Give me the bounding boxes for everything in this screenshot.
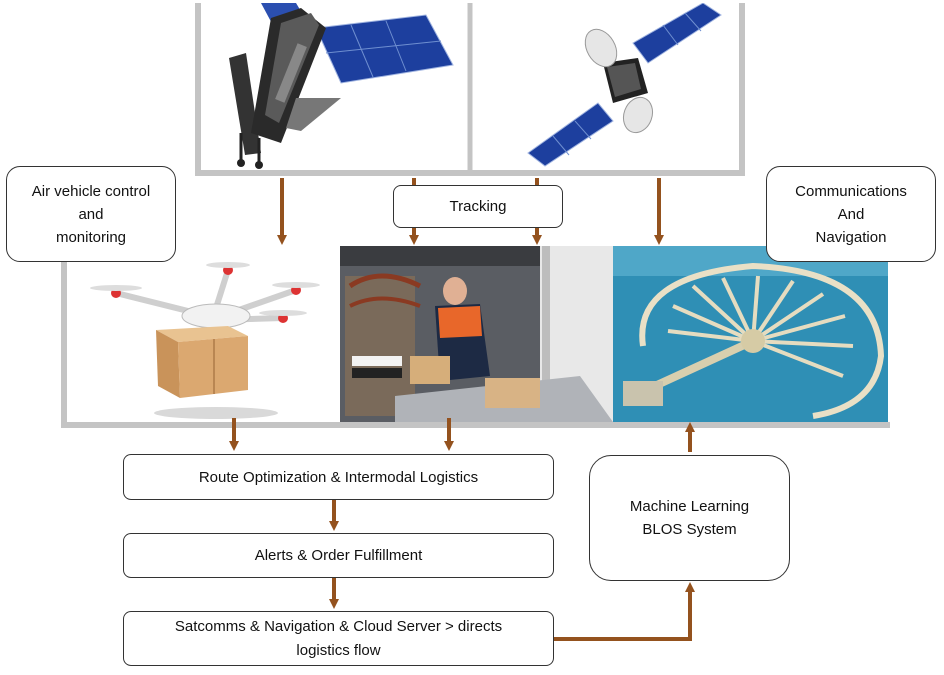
satellite-left-image bbox=[201, 3, 467, 170]
tracking-box: Tracking bbox=[393, 185, 563, 228]
palm-island-map bbox=[613, 246, 888, 422]
alerts-order-box: Alerts & Order Fulfillment bbox=[123, 533, 554, 578]
drone-icon bbox=[90, 262, 320, 419]
drone-image bbox=[68, 248, 336, 422]
satellite-icon bbox=[229, 3, 454, 169]
palm-island-image bbox=[613, 246, 888, 422]
communications-navigation-box: Communications And Navigation bbox=[766, 166, 936, 262]
machine-learning-box: Machine Learning BLOS System bbox=[589, 455, 790, 581]
route-optimization-box: Route Optimization & Intermodal Logistic… bbox=[123, 454, 554, 500]
satcomms-box: Satcomms & Navigation & Cloud Server > d… bbox=[123, 611, 554, 666]
delivery-worker-photo bbox=[340, 246, 613, 422]
worker-photo bbox=[340, 246, 613, 422]
arrow-satcomms-to-ml bbox=[554, 582, 695, 641]
air-vehicle-control-box: Air vehicle control and monitoring bbox=[6, 166, 176, 262]
satellite-icon bbox=[527, 3, 722, 167]
satellite-right-image bbox=[473, 3, 739, 170]
